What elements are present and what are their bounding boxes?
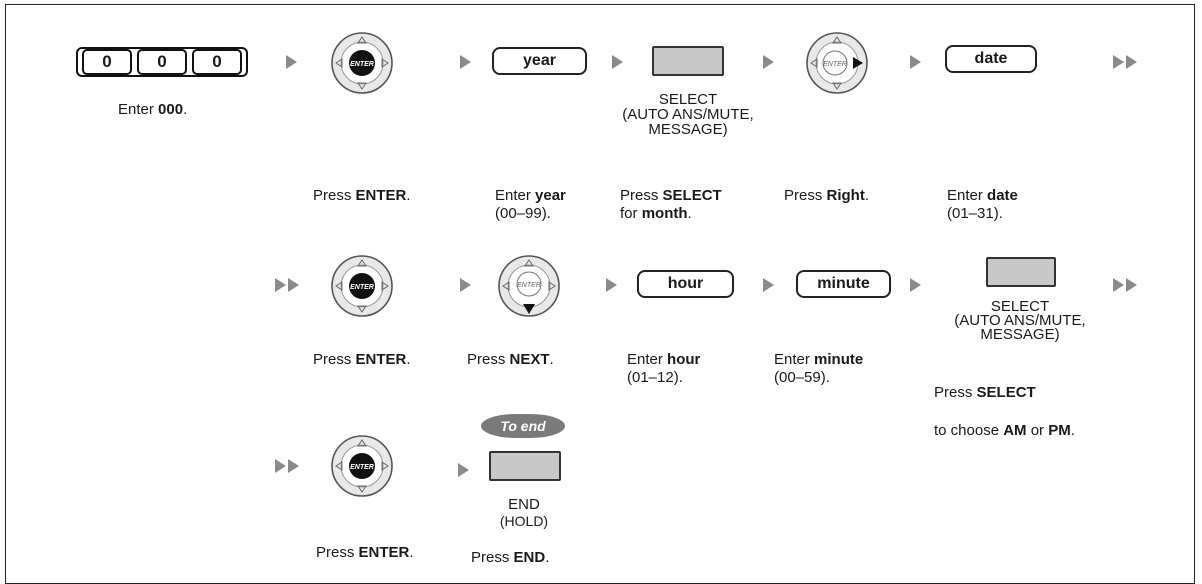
flow-arrow — [910, 55, 921, 69]
flow-arrow — [460, 55, 471, 69]
end-button[interactable] — [489, 451, 561, 481]
dial-key-0[interactable]: 0 — [82, 49, 132, 75]
step-enter-year: Enter year (00–99). — [495, 187, 566, 222]
flow-arrow — [763, 55, 774, 69]
navigator-key-down[interactable]: ENTER — [497, 254, 561, 318]
flow-arrow — [606, 278, 617, 292]
step-enter-date: Enter date (01–31). — [947, 187, 1018, 222]
flow-arrow — [286, 55, 297, 69]
step-enter-minute: Enter minute (00–59). — [774, 351, 864, 386]
flow-arrow — [460, 278, 471, 292]
date-input-box[interactable]: date — [945, 45, 1037, 73]
navigator-key-right[interactable]: ENTER — [805, 31, 869, 95]
step-press-select-ampm: Press SELECT to choose AM or PM. — [934, 384, 1075, 439]
step-press-enter: Press ENTER. — [313, 187, 411, 204]
select-button-label: SELECT (AUTO ANS/MUTE, MESSAGE) — [622, 91, 754, 138]
step-press-enter: Press ENTER. — [316, 544, 414, 561]
flow-arrow — [458, 463, 469, 477]
step-enter-000: Enter 000. — [118, 101, 188, 118]
svg-text:ENTER: ENTER — [350, 464, 374, 471]
flow-arrow — [910, 278, 921, 292]
step-press-right: Press Right. — [784, 187, 870, 204]
navigator-key-enter[interactable]: ENTER — [330, 434, 394, 498]
end-button-label: END (HOLD) — [499, 496, 549, 529]
dial-keys-000: 0 0 0 — [76, 47, 248, 77]
diagram-frame — [5, 4, 1195, 584]
navigator-key-enter[interactable]: ENTER — [330, 31, 394, 95]
flow-arrow — [763, 278, 774, 292]
dial-key-0[interactable]: 0 — [192, 49, 242, 75]
step-press-next: Press NEXT. — [467, 351, 554, 368]
continue-double-arrow — [275, 459, 305, 473]
continue-double-arrow — [1113, 55, 1143, 69]
select-button[interactable] — [652, 46, 724, 76]
svg-text:ENTER: ENTER — [350, 61, 374, 68]
svg-text:ENTER: ENTER — [350, 284, 374, 291]
svg-text:ENTER: ENTER — [823, 61, 847, 68]
dial-key-0[interactable]: 0 — [137, 49, 187, 75]
continue-double-arrow — [275, 278, 305, 292]
navigator-key-enter[interactable]: ENTER — [330, 254, 394, 318]
step-press-end: Press END. — [471, 549, 550, 566]
step-press-select-month: Press SELECT for month. — [620, 187, 722, 222]
to-end-badge: To end — [481, 414, 565, 438]
svg-text:ENTER: ENTER — [517, 282, 541, 289]
step-press-enter: Press ENTER. — [313, 351, 411, 368]
continue-double-arrow — [1113, 278, 1143, 292]
flow-arrow — [612, 55, 623, 69]
year-input-box[interactable]: year — [492, 47, 587, 75]
step-enter-hour: Enter hour (01–12). — [627, 351, 701, 386]
minute-input-box[interactable]: minute — [796, 270, 891, 298]
select-button[interactable] — [986, 257, 1056, 287]
hour-input-box[interactable]: hour — [637, 270, 734, 298]
select-button-label: SELECT (AUTO ANS/MUTE, MESSAGE) — [954, 298, 1086, 343]
